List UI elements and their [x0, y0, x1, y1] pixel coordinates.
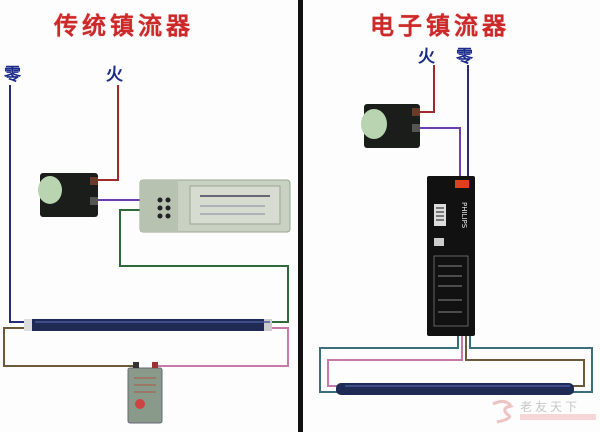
- left-motion-sensor: [38, 173, 98, 217]
- right-fluorescent-tube: [336, 383, 574, 395]
- right-live-label: 火: [418, 47, 435, 67]
- left-neutral-label: 零: [4, 65, 21, 85]
- right-motion-sensor: [361, 104, 420, 148]
- right-title: 电子镇流器: [370, 12, 510, 40]
- watermark-text: 老友天下: [520, 400, 581, 414]
- left-fluorescent-tube: [24, 319, 272, 331]
- ballast-brand: PHILIPS: [460, 202, 468, 229]
- right-neutral-label: 零: [456, 47, 473, 67]
- starter: [127, 362, 163, 424]
- electronic-ballast: PHILIPS: [427, 176, 475, 336]
- panel-divider: [298, 0, 303, 432]
- watermark-logo: [492, 399, 596, 424]
- left-live-label: 火: [106, 65, 123, 85]
- magnetic-ballast: [139, 179, 291, 233]
- left-title: 传统镇流器: [54, 12, 194, 40]
